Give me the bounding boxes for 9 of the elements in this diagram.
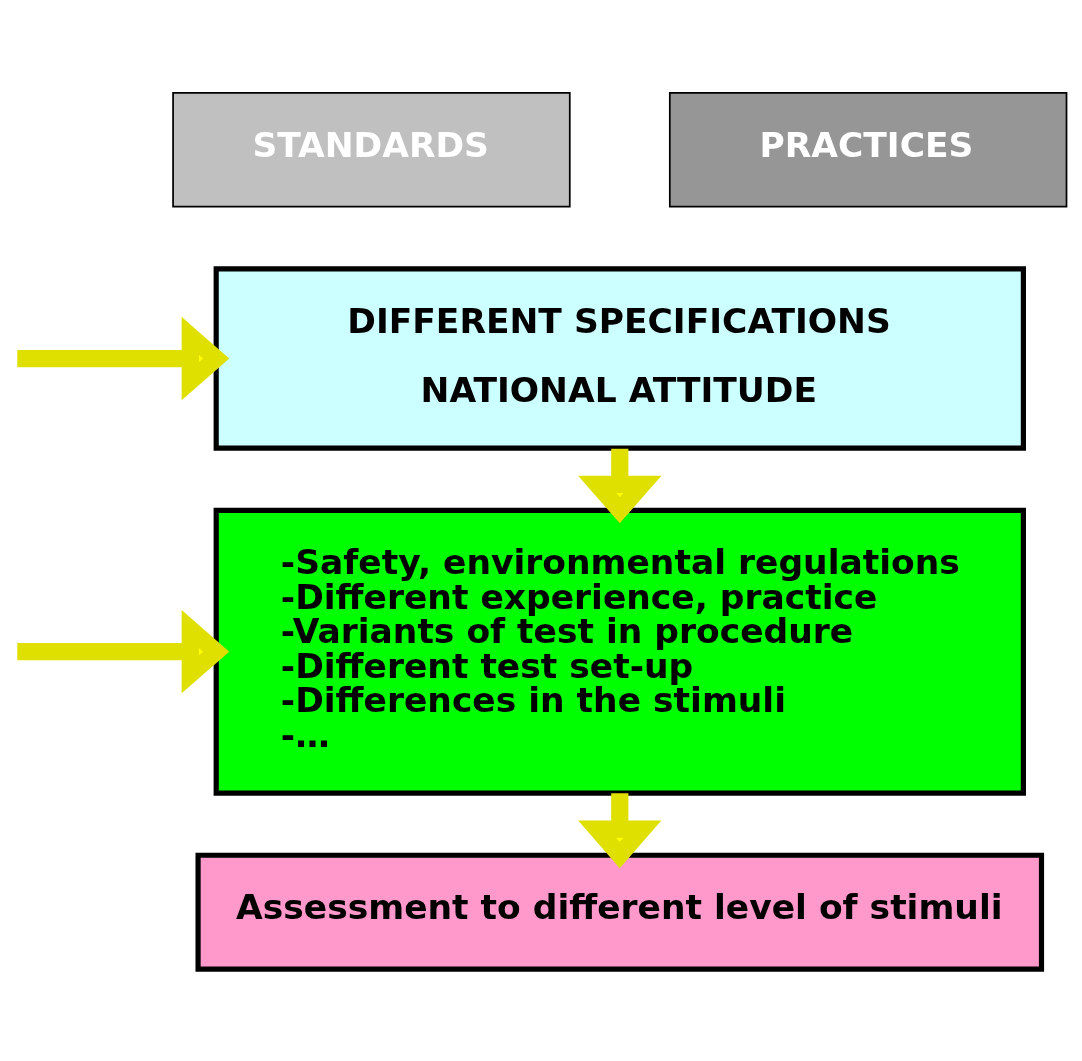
arrow (578, 792, 662, 868)
arrow (17, 316, 230, 400)
arrow (578, 448, 662, 523)
node-box: PRACTICES (668, 91, 1068, 208)
arrow (17, 609, 230, 693)
node-box: -Safety, environmental regulations -Different experience, practice -Variants of test in procedure -Different test set-up -Differences in the stimuli -… (213, 507, 1026, 796)
node-box: STANDARDS (172, 91, 571, 208)
node-box: DIFFERENT SPECIFICATIONS NATIONAL ATTITUDE (213, 265, 1026, 451)
node-box: Assessment to different level of stimuli (195, 852, 1045, 972)
